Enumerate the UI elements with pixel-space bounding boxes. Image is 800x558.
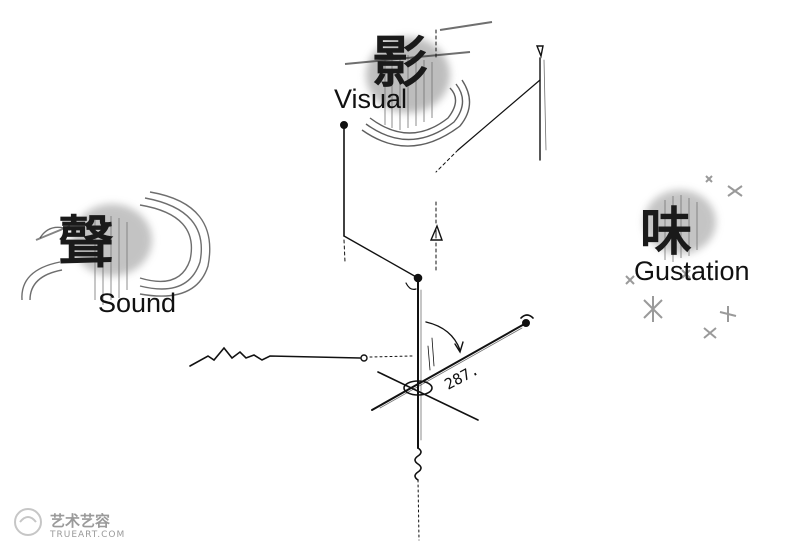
gustation-smudge bbox=[644, 190, 716, 262]
gustation-crosses bbox=[625, 175, 743, 339]
angle-label: 287. bbox=[441, 361, 481, 394]
watermark-logo bbox=[14, 508, 42, 536]
watermark-site: TRUEART.COM bbox=[50, 530, 126, 540]
axis-lines bbox=[189, 29, 547, 541]
sound-label: Sound bbox=[98, 288, 177, 318]
sound-smudge bbox=[21, 191, 211, 305]
visual-label: Visual bbox=[334, 84, 408, 114]
sound-glyph: 聲 bbox=[58, 210, 114, 276]
gustation-glyph: 味 bbox=[640, 202, 693, 263]
gustation-label: Gustation bbox=[634, 256, 750, 286]
visual-smudge bbox=[344, 21, 493, 147]
watermark-brand: 艺术艺容 bbox=[50, 512, 111, 530]
visual-glyph: 影 bbox=[372, 30, 428, 96]
